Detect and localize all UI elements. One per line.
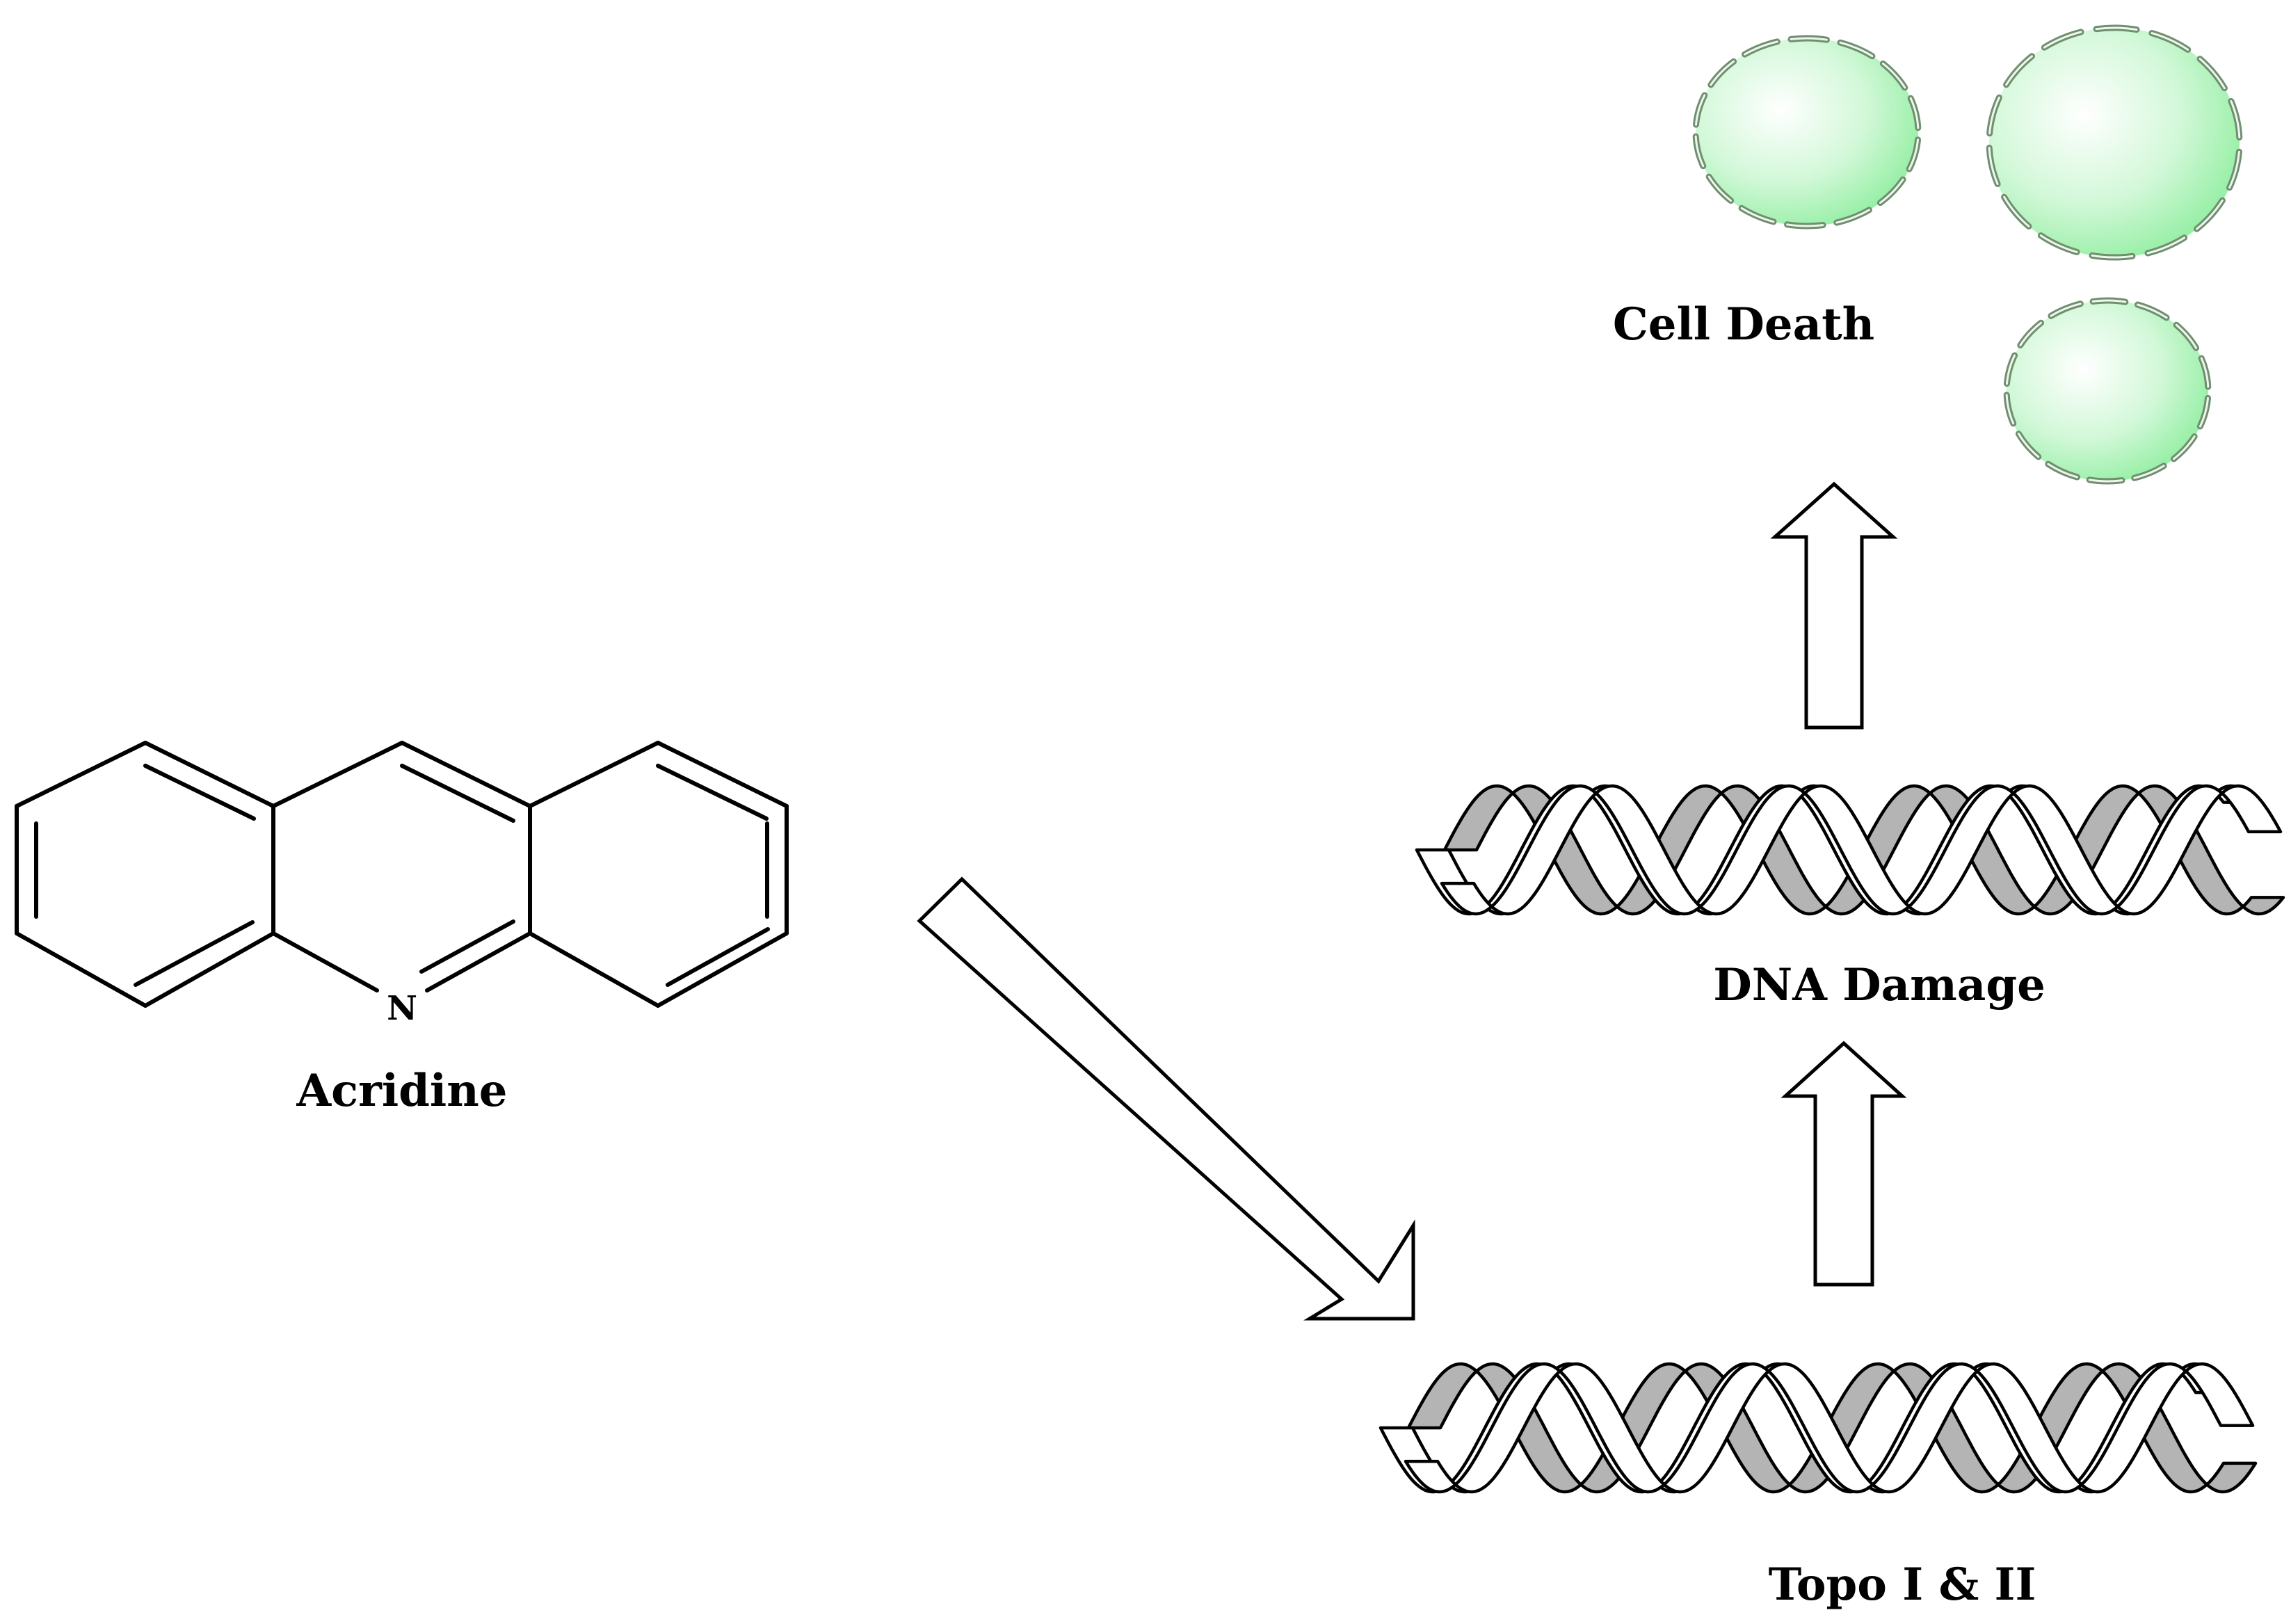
cell-membrane-highlight <box>2017 433 2040 458</box>
cell-membrane-highlight <box>1835 209 1870 224</box>
cell-membrane-highlight <box>1744 40 1778 56</box>
cell-membrane-highlight <box>1790 37 1828 41</box>
cell-membrane-highlight <box>2005 394 2015 425</box>
cell-membrane-highlight <box>1839 41 1874 58</box>
cell-membrane-highlight <box>2133 465 2165 479</box>
cell-membrane-highlight <box>2198 58 2226 90</box>
cell-membrane-highlight <box>2003 195 2030 227</box>
dying-cells-group <box>1692 24 2243 485</box>
cell-membrane-highlight <box>1740 207 1775 223</box>
cell-membrane-highlight <box>2091 299 2127 303</box>
arrow-acridine-to-topo-icon <box>917 876 1415 1321</box>
cell-membrane-highlight <box>1988 147 1999 185</box>
dna-damage-helix-icon <box>1415 784 2285 916</box>
cell-membrane-highlight <box>2196 199 2224 230</box>
cell-membrane-highlight <box>2095 26 2138 31</box>
cell-membrane-highlight <box>2006 354 2016 385</box>
cell-membrane-highlight <box>1786 223 1824 227</box>
dna-damage-label: DNA Damage <box>1713 959 2045 1011</box>
nitrogen-atom-label: N <box>387 989 417 1028</box>
cell-membrane-highlight <box>2005 55 2033 86</box>
cell-membrane-highlight <box>2043 31 2082 49</box>
cell-membrane-highlight <box>1988 96 2000 135</box>
cell-membrane-highlight <box>1881 63 1906 89</box>
cell-membrane-highlight <box>2230 100 2241 138</box>
topo-label: Topo I & II <box>1769 1559 2036 1611</box>
topo-helix-icon <box>1378 1362 2258 1494</box>
cell-membrane-highlight <box>2198 396 2209 428</box>
acridine-structure: N <box>15 741 789 1028</box>
cell-membrane-highlight <box>2019 321 2042 346</box>
cell-membrane-highlight <box>2039 234 2078 253</box>
cell-membrane-highlight <box>2091 254 2134 259</box>
cell-membrane-highlight <box>2200 357 2210 388</box>
dying-cell-icon <box>2003 297 2212 485</box>
cell-membrane-highlight <box>2050 303 2082 317</box>
cell-membrane-highlight <box>1710 60 1735 86</box>
cell-membrane-highlight <box>2137 303 2168 319</box>
cell-membrane-highlight <box>2146 236 2186 255</box>
dying-cell-icon <box>1692 35 1922 230</box>
cell-death-label: Cell Death <box>1613 298 1874 351</box>
arrow-topo-to-damage-icon <box>1780 1040 1907 1287</box>
cell-membrane-highlight <box>2151 32 2189 51</box>
dna-front-strand <box>1440 784 2283 916</box>
arrow-damage-to-death-icon <box>1770 481 1898 730</box>
dying-cell-icon <box>1986 24 2243 261</box>
cell-membrane-highlight <box>2047 463 2078 479</box>
cell-membrane-highlight <box>1909 97 1920 129</box>
dna-front-strand <box>1404 1362 2255 1494</box>
cell-membrane-highlight <box>2175 323 2198 349</box>
cell-membrane-highlight <box>1908 138 1919 170</box>
cell-membrane-highlight <box>2228 150 2240 189</box>
cell-membrane-highlight <box>1879 178 1904 204</box>
cell-membrane-highlight <box>1695 94 1706 126</box>
acridine-label: Acridine <box>296 1065 508 1117</box>
cell-membrane-highlight <box>1694 135 1705 168</box>
cell-membrane-highlight <box>2088 479 2123 483</box>
cell-membrane-highlight <box>1707 175 1733 202</box>
cell-membrane-highlight <box>2173 435 2196 460</box>
